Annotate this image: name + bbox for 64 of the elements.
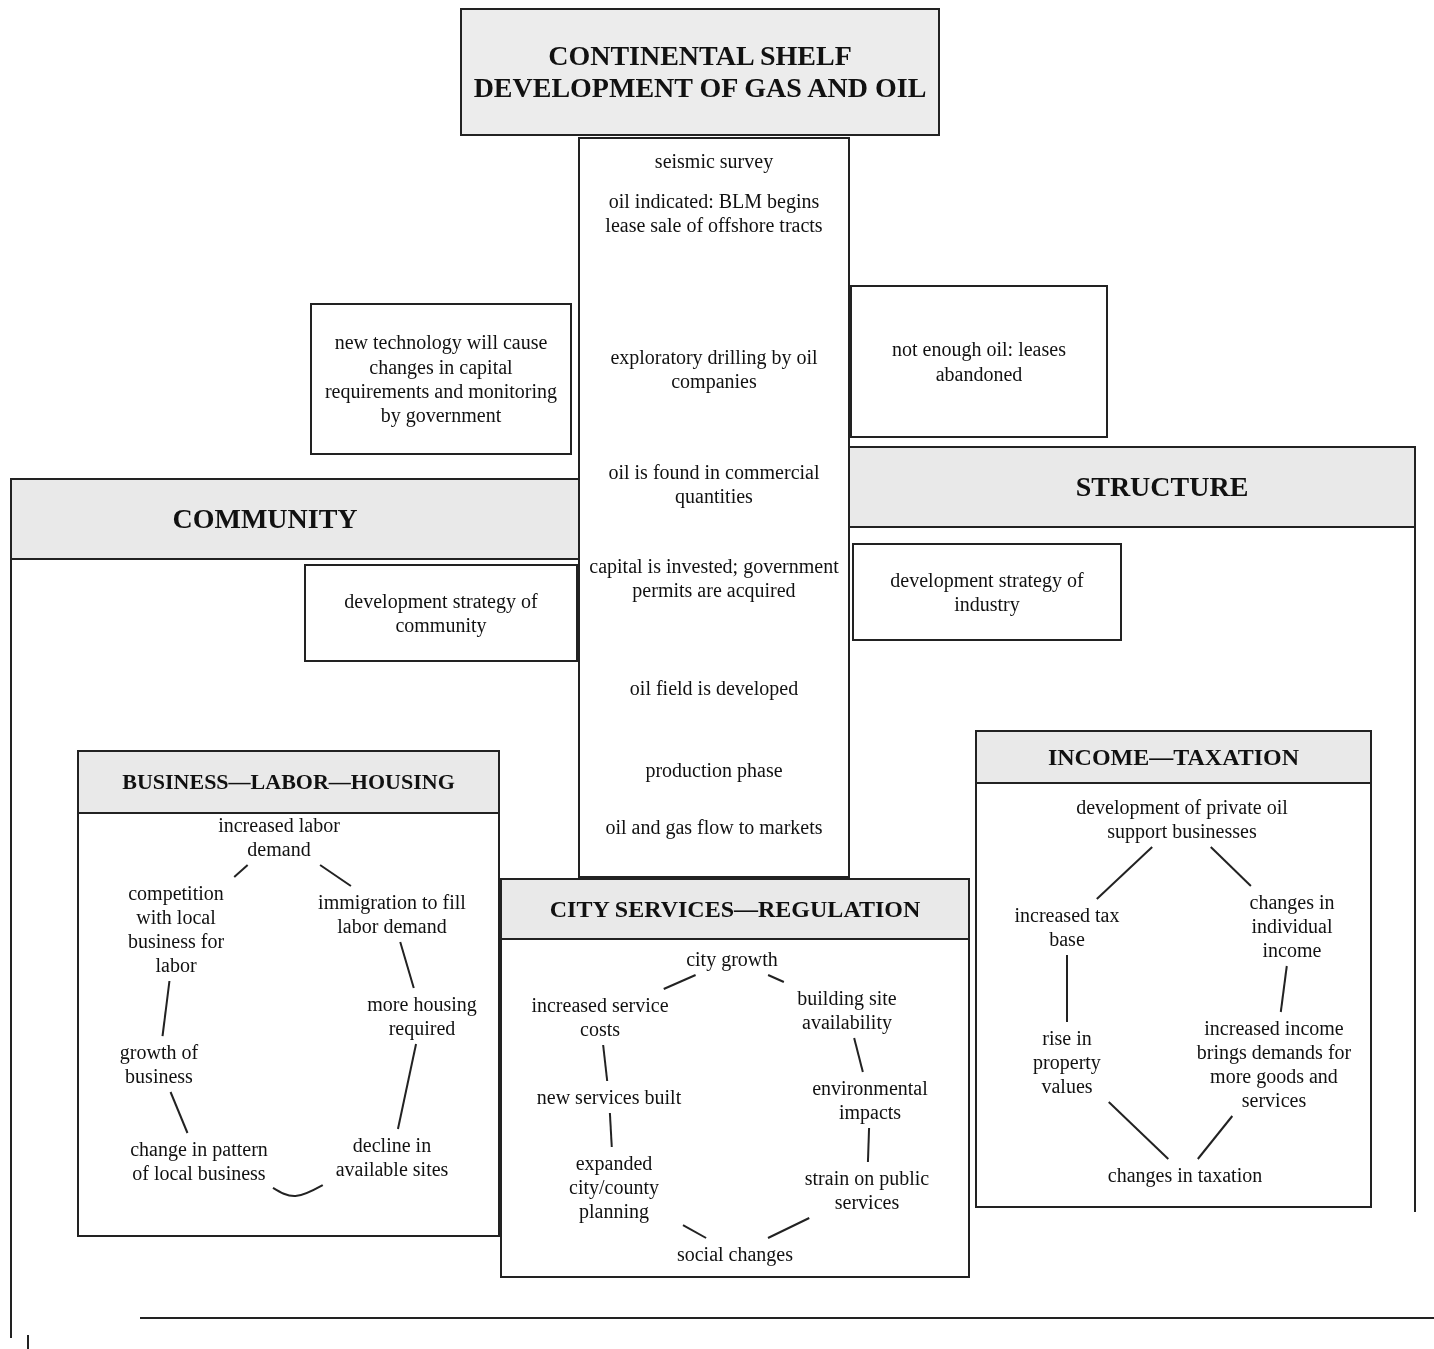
cycle-step-text: expanded city/county planning: [549, 1151, 679, 1223]
stage-text: exploratory drilling by oil companies: [609, 345, 819, 393]
cycle-step-text: rise in property values: [1012, 1026, 1122, 1098]
connector-line: [767, 1217, 811, 1239]
connector-line: [866, 1127, 871, 1163]
cycle-step-text: environmental impacts: [790, 1076, 950, 1124]
cycle-step-text: more housing required: [367, 992, 477, 1040]
cycle-step-text: increased labor demand: [194, 813, 364, 861]
section-heading: BUSINESS—LABOR—HOUSING: [122, 769, 455, 795]
connector-line: [608, 1112, 613, 1148]
cycle-step-text: competition with local business for labor: [111, 881, 241, 977]
section-heading: CITY SERVICES—REGULATION: [549, 895, 921, 923]
connector-line: [1209, 846, 1252, 887]
connector-line: [272, 1184, 324, 1197]
connector-line: [169, 1091, 189, 1134]
cycle-step-text: change in pattern of local business: [129, 1137, 269, 1185]
text-box: development strategy of industry: [852, 543, 1122, 641]
cycle-step-text: development of private oil support businesses: [1057, 795, 1307, 843]
connector-line: [1196, 1115, 1234, 1160]
text-box: development strategy of community: [304, 564, 578, 662]
stage-text: production phase: [644, 758, 784, 782]
cycle-step-text: immigration to fill labor demand: [299, 890, 485, 938]
section-panel: [500, 878, 970, 1278]
text-box: not enough oil: leases abandoned: [850, 285, 1108, 438]
section-panel: [975, 730, 1372, 1208]
connector-line: [602, 1044, 609, 1082]
section-panel: [77, 750, 500, 1237]
cycle-step-text: building site availability: [772, 986, 922, 1034]
cycle-step-text: increased income brings demands for more goods and services: [1184, 1016, 1364, 1112]
cycle-step-text: growth of business: [99, 1040, 219, 1088]
connector-line: [161, 980, 171, 1037]
stage-text: oil is found in commercial quantities: [607, 460, 821, 508]
connector-line: [1279, 965, 1288, 1013]
connector-line: [767, 974, 785, 983]
cycle-step-text: changes in taxation: [1080, 1163, 1290, 1187]
section-heading: STRUCTURE: [1075, 471, 1249, 503]
connector-line: [682, 1224, 708, 1239]
connector-line: [233, 864, 249, 878]
cycle-step-text: social changes: [655, 1242, 815, 1266]
section-heading: COMMUNITY: [172, 503, 358, 535]
cycle-step-text: new services built: [514, 1085, 704, 1109]
cycle-step-text: strain on public services: [782, 1166, 952, 1214]
stage-column: [578, 137, 850, 878]
title-box: CONTINENTAL SHELF DEVELOPMENT OF GAS AND OIL: [460, 8, 940, 136]
connector-line: [1107, 1101, 1170, 1160]
connector-line: [662, 974, 697, 990]
cycle-step-text: city growth: [662, 947, 802, 971]
stage-text: oil field is developed: [628, 676, 800, 700]
connector-line: [399, 941, 415, 989]
connector-line: [319, 864, 352, 887]
stage-text: oil indicated: BLM begins lease sale of offshore tracts: [604, 189, 824, 237]
connector-line: [853, 1037, 864, 1073]
connector-line: [1095, 846, 1154, 900]
text-box: new technology will cause changes in capital requirements and monitoring by government: [310, 303, 572, 455]
cycle-step-text: decline in available sites: [322, 1133, 462, 1181]
cycle-step-text: changes in individual income: [1222, 890, 1362, 962]
cycle-step-text: increased tax base: [997, 903, 1137, 951]
cycle-step-text: increased service costs: [510, 993, 690, 1041]
connector-line: [396, 1043, 418, 1130]
stage-text: seismic survey: [653, 149, 775, 173]
section-heading: INCOME—TAXATION: [1047, 743, 1300, 771]
stage-text: oil and gas flow to markets: [604, 815, 824, 839]
connector-line: [1066, 954, 1068, 1023]
stage-text: capital is invested; government permits are acquired: [588, 554, 840, 602]
